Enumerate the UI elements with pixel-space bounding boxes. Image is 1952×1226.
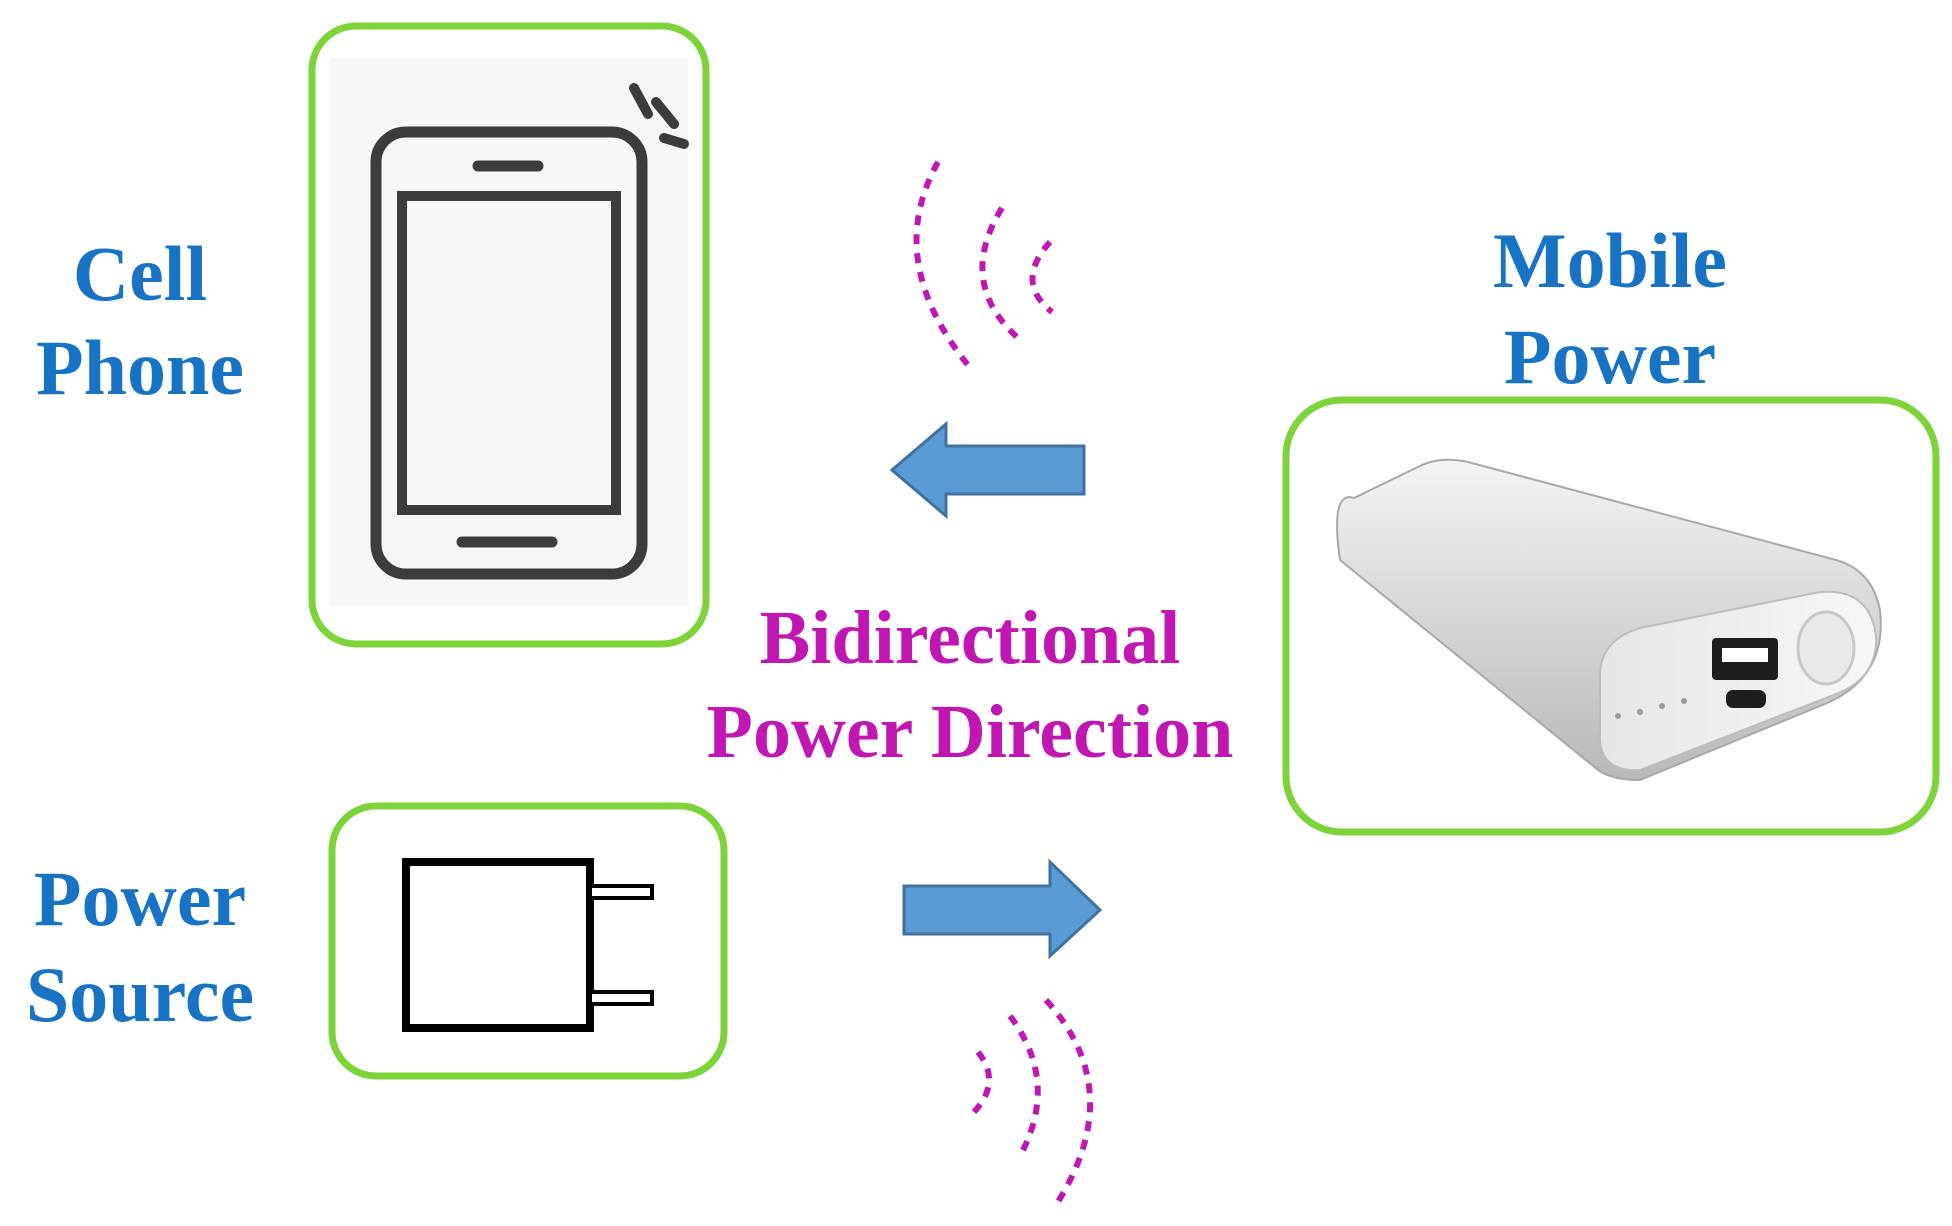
power-source-label-line-1: Power <box>33 855 247 942</box>
wireless-waves-top <box>913 160 1054 372</box>
mobile-power-label-line-2: Power <box>1503 313 1717 400</box>
wall-charger-icon <box>402 858 654 1032</box>
arrow-left <box>889 420 1086 520</box>
power-source-label-line-2: Source <box>25 951 255 1038</box>
cell-phone-box <box>308 22 710 648</box>
mobile-power-label: Mobile Power <box>1440 222 1780 396</box>
cell-phone-label-line-2: Phone <box>35 324 245 411</box>
bidirectional-label-line-2: Power Direction <box>706 690 1234 774</box>
wireless-waves-bottom <box>971 997 1093 1210</box>
smartphone-icon <box>370 83 689 580</box>
mobile-power-label-line-1: Mobile <box>1493 217 1727 304</box>
power-bank-icon <box>1336 458 1882 782</box>
bidirectional-label-line-1: Bidirectional <box>759 596 1181 680</box>
cell-phone-label-line-1: Cell <box>72 230 208 317</box>
cell-phone-label: Cell Phone <box>10 235 270 407</box>
bidirectional-label: Bidirectional Power Direction <box>660 600 1280 770</box>
arrow-right <box>902 858 1103 960</box>
power-source-label: Power Source <box>0 860 280 1034</box>
